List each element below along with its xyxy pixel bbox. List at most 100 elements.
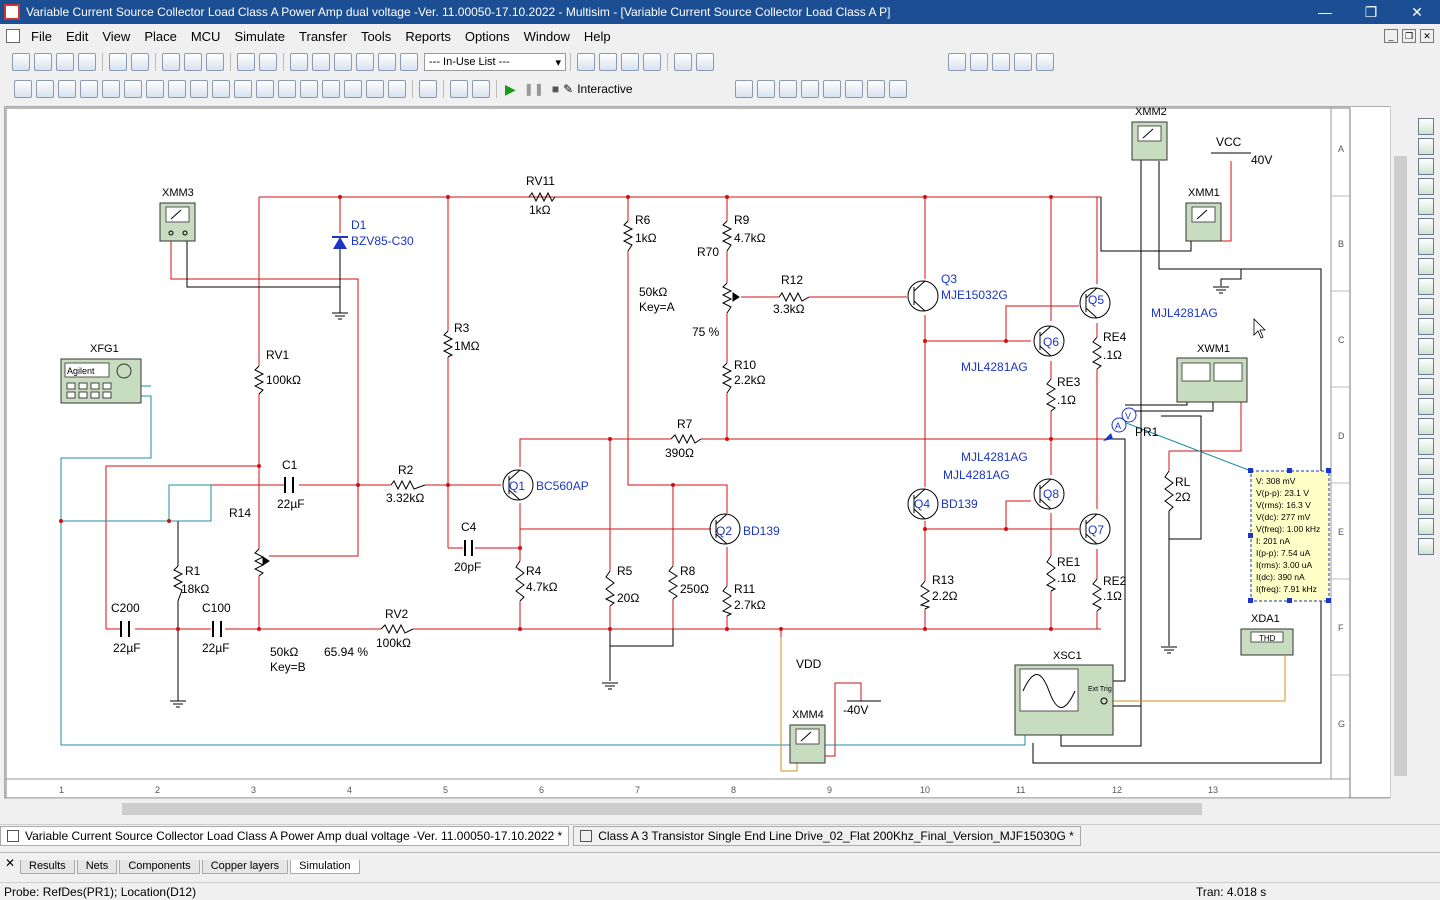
instrument-function-generator-icon[interactable]: [1418, 138, 1434, 155]
restore-button[interactable]: ❐: [1364, 3, 1378, 20]
parent-sheet-icon[interactable]: [400, 53, 418, 71]
probe-differential-icon[interactable]: [800, 80, 819, 98]
menu-file[interactable]: File: [31, 28, 52, 44]
instrument-current-clamp-icon[interactable]: [1418, 518, 1434, 535]
instrument-distortion-analyzer-icon[interactable]: [1418, 338, 1434, 355]
place-electromechanical-icon[interactable]: [344, 80, 362, 98]
menu-mcu[interactable]: MCU: [190, 28, 221, 44]
instrument-logic-analyzer-icon[interactable]: [1418, 298, 1434, 315]
doc-close-icon[interactable]: ✕: [1420, 29, 1434, 43]
place-diode-icon[interactable]: [58, 80, 76, 98]
place-indicator-icon[interactable]: [234, 80, 252, 98]
full-screen-icon[interactable]: [1036, 53, 1054, 71]
instrument-logic-converter-icon[interactable]: [1418, 278, 1434, 295]
probe-power-icon[interactable]: [778, 80, 797, 98]
menu-transfer[interactable]: Transfer: [299, 28, 347, 44]
find-examples-icon[interactable]: [674, 53, 692, 71]
spice-netlist-icon[interactable]: [334, 53, 352, 71]
vertical-scrollbar[interactable]: [1390, 106, 1410, 798]
menu-simulate[interactable]: Simulate: [234, 28, 286, 44]
place-basic-icon[interactable]: [36, 80, 54, 98]
menu-help[interactable]: Help: [583, 28, 611, 44]
spreadsheet-icon[interactable]: [312, 53, 330, 71]
zoom-in-icon[interactable]: [948, 53, 966, 71]
zoom-area-icon[interactable]: [992, 53, 1010, 71]
place-hierarchical-icon[interactable]: [419, 80, 437, 98]
open-sample-icon[interactable]: [56, 53, 74, 71]
multimeter-xmm4[interactable]: [789, 724, 826, 764]
place-mcu-icon[interactable]: [168, 80, 186, 98]
instrument-four-channel-scope-icon[interactable]: [1418, 198, 1434, 215]
schematic-svg[interactable]: A B C D E F G 1 2 3 4 5 6 7 8 9 10 11 12…: [5, 106, 1411, 799]
copy-icon[interactable]: [184, 53, 202, 71]
oscilloscope-xsc1[interactable]: [1014, 664, 1114, 736]
multisim-app-icon[interactable]: [4, 4, 20, 20]
close-button[interactable]: ✕: [1411, 3, 1423, 20]
place-source-icon[interactable]: [14, 80, 32, 98]
instrument-agilent-multimeter-icon[interactable]: [1418, 418, 1434, 435]
probe-readout-box[interactable]: V: 308 mV V(p-p): 23.1 V V(rms): 16.3 V …: [1248, 468, 1331, 603]
place-junction-icon[interactable]: [472, 80, 490, 98]
probe-pr1[interactable]: A V: [1103, 407, 1137, 441]
interactive-mode-label[interactable]: Interactive: [577, 82, 633, 96]
save-icon[interactable]: [78, 53, 96, 71]
instrument-oscilloscope-icon[interactable]: [1418, 178, 1434, 195]
vertical-scrollbar-thumb[interactable]: [1394, 156, 1407, 776]
close-panel-icon[interactable]: ✕: [4, 856, 16, 870]
print-preview-icon[interactable]: [131, 53, 149, 71]
doc-restore-icon[interactable]: ❐: [1402, 29, 1416, 43]
doc-tab-active[interactable]: Variable Current Source Collector Load C…: [0, 825, 570, 846]
multimeter-xmm2[interactable]: [1131, 121, 1168, 161]
undo-icon[interactable]: [237, 53, 255, 71]
erc-icon[interactable]: [577, 53, 595, 71]
place-cmos-icon[interactable]: [146, 80, 164, 98]
instrument-labview-icon[interactable]: [1418, 478, 1434, 495]
instrument-wattmeter-icon[interactable]: [1418, 158, 1434, 175]
instrument-spectrum-analyzer-icon[interactable]: [1418, 358, 1434, 375]
run-simulation-icon[interactable]: ▶: [505, 80, 516, 97]
place-mixed-icon[interactable]: [212, 80, 230, 98]
place-ni-icon[interactable]: [366, 80, 384, 98]
multimeter-xmm3[interactable]: [159, 202, 196, 242]
tab-nets[interactable]: Nets: [76, 860, 118, 874]
probe-voltage-icon[interactable]: [734, 80, 753, 98]
instrument-agilent-generator-icon[interactable]: [1418, 398, 1434, 415]
wattmeter-xwm1[interactable]: [1176, 357, 1248, 403]
print-icon[interactable]: [109, 53, 127, 71]
instrument-frequency-counter-icon[interactable]: [1418, 238, 1434, 255]
distortion-analyzer-xda1[interactable]: [1240, 628, 1294, 656]
interactive-mode-icon[interactable]: ✎: [563, 82, 574, 96]
pause-simulation-icon[interactable]: ❚❚: [523, 82, 544, 96]
probe-reference-icon[interactable]: [866, 80, 885, 98]
menu-window[interactable]: Window: [523, 28, 570, 44]
instrument-iv-analyzer-icon[interactable]: [1418, 318, 1434, 335]
menu-view[interactable]: View: [102, 28, 131, 44]
design-toolbox-icon[interactable]: [290, 53, 308, 71]
instrument-ni-elvis-icon[interactable]: [1418, 498, 1434, 515]
minimize-button[interactable]: —: [1318, 4, 1332, 20]
transfer-ultiboard-icon[interactable]: [621, 53, 639, 71]
place-rf-icon[interactable]: [322, 80, 340, 98]
new-file-icon[interactable]: [12, 53, 30, 71]
tab-components[interactable]: Components: [119, 860, 200, 874]
zener-diode-d1[interactable]: [332, 236, 348, 249]
place-misc-icon[interactable]: [278, 80, 296, 98]
document-icon[interactable]: [6, 29, 20, 43]
cut-icon[interactable]: [162, 53, 180, 71]
tab-copper-layers[interactable]: Copper layers: [201, 860, 289, 874]
zoom-sheet-icon[interactable]: [1014, 53, 1032, 71]
place-advanced-peripherals-icon[interactable]: [300, 80, 318, 98]
probe-current-icon[interactable]: [756, 80, 775, 98]
open-folder-icon[interactable]: [34, 53, 52, 71]
instrument-tektronix-scope-icon[interactable]: [1418, 458, 1434, 475]
tab-simulation[interactable]: Simulation: [290, 860, 360, 874]
horizontal-scrollbar[interactable]: [4, 798, 1390, 818]
horizontal-scrollbar-thumb[interactable]: [122, 803, 1202, 815]
stop-simulation-icon[interactable]: ■: [551, 82, 560, 96]
place-power-icon[interactable]: [256, 80, 274, 98]
help-icon[interactable]: [696, 53, 714, 71]
doc-minimize-icon[interactable]: _: [1384, 29, 1398, 43]
place-bus-icon[interactable]: [450, 80, 468, 98]
menu-reports[interactable]: Reports: [405, 28, 451, 44]
doc-tab[interactable]: Class A 3 Transistor Single End Line Dri…: [573, 825, 1081, 846]
